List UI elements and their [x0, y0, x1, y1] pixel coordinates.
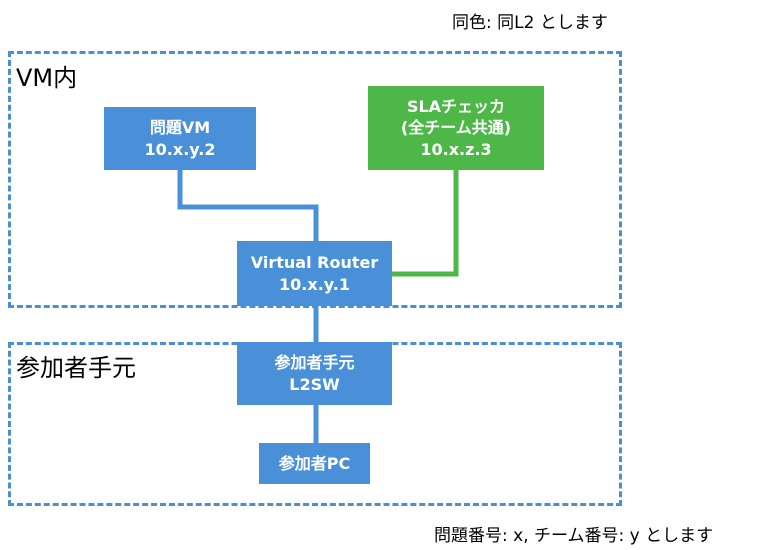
participant-pc-name: 参加者PC — [278, 453, 351, 473]
problem-vm-address: 10.x.y.2 — [144, 139, 216, 159]
participant-l2sw-node: 参加者手元 L2SW — [237, 342, 392, 405]
sla-checker-scope: (全チーム共通) — [400, 118, 512, 138]
link-problem-vm-to-router — [177, 170, 319, 245]
legend-note-same-color: 同色: 同L2 とします — [452, 13, 608, 33]
participant-pc-node: 参加者PC — [259, 443, 370, 484]
virtual-router-address: 10.x.y.1 — [279, 274, 350, 294]
legend-note-numbering: 問題番号: x, チーム番号: y とします — [434, 526, 714, 546]
vm-region — [8, 51, 622, 308]
virtual-router-node: Virtual Router 10.x.y.1 — [237, 241, 392, 306]
sla-checker-address: 10.x.z.3 — [420, 139, 492, 159]
problem-vm-name: 問題VM — [149, 117, 211, 137]
vm-region-label: VM内 — [16, 64, 78, 92]
participant-l2sw-location: 参加者手元 — [274, 352, 355, 372]
participant-region-label: 参加者手元 — [16, 354, 136, 382]
virtual-router-name: Virtual Router — [250, 252, 379, 272]
participant-l2sw-name: L2SW — [289, 374, 340, 394]
link-sla-checker-to-router — [390, 170, 459, 277]
sla-checker-node: SLAチェッカ (全チーム共通) 10.x.z.3 — [368, 86, 544, 170]
problem-vm-node: 問題VM 10.x.y.2 — [104, 107, 256, 170]
sla-checker-name: SLAチェッカ — [406, 96, 506, 116]
